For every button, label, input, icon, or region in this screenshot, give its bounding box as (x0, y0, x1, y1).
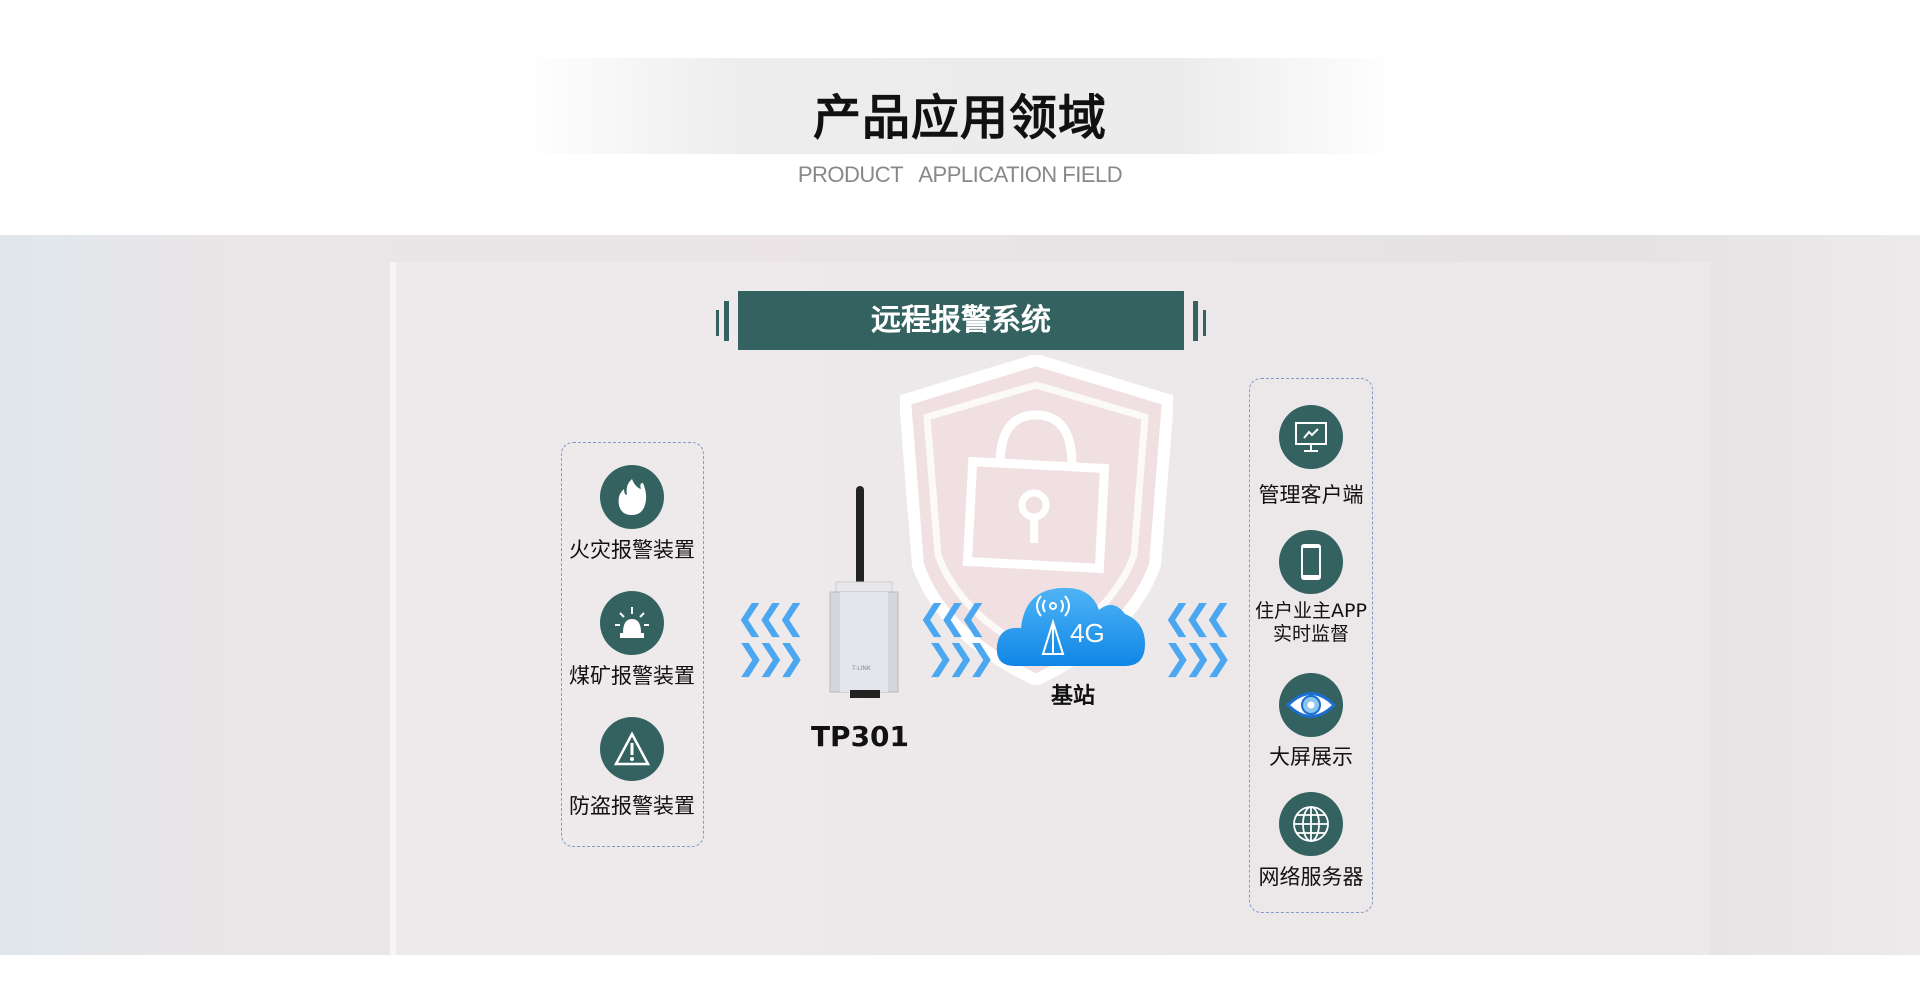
station-label: 基站 (1050, 684, 1095, 709)
globe-icon (1279, 792, 1343, 856)
fire-icon (600, 465, 664, 529)
monitor-chart-icon (1279, 405, 1343, 469)
item-label: 煤矿报警装置 (569, 664, 695, 688)
device-brand: T-LINK (851, 665, 872, 672)
eye-icon (1279, 673, 1343, 737)
arrows-left-icon: ❮❮❮ (736, 598, 806, 638)
banner-deco (716, 310, 719, 336)
client-group (1249, 378, 1373, 913)
item-label: 网络服务器 (1258, 865, 1364, 889)
item-label: 住户业主APP (1255, 600, 1367, 622)
item-label: 火灾报警装置 (569, 538, 695, 562)
cloud-text: 4G (1070, 618, 1105, 648)
banner-deco (724, 301, 729, 341)
item-label: 管理客户端 (1258, 483, 1364, 507)
banner-deco (1193, 301, 1198, 341)
cloud-4g-icon (996, 587, 1145, 666)
item-label: 实时监督 (1272, 623, 1349, 645)
item-label: 大屏展示 (1269, 745, 1353, 769)
arrows-left-icon: ❮❮❮ (918, 598, 988, 638)
title-band (520, 58, 1400, 154)
arrows-left-icon: ❮❮❮ (1163, 598, 1233, 638)
item-label: 防盗报警装置 (569, 794, 695, 818)
smartphone-icon (1279, 530, 1343, 594)
banner-deco (1203, 310, 1206, 336)
arrows-right-icon: ❯❯❯ (926, 638, 996, 678)
arrows-right-icon: ❯❯❯ (1163, 638, 1233, 678)
device-label: TP301 (810, 720, 910, 753)
sensor-group (561, 442, 704, 847)
warning-icon (600, 717, 664, 781)
tp301-device-image: T-LINK (829, 486, 899, 698)
alarm-light-icon (600, 591, 664, 655)
system-banner: 远程报警系统 (738, 291, 1184, 350)
page-title: 产品应用领域 (812, 90, 1107, 146)
arrows-right-icon: ❯❯❯ (736, 638, 806, 678)
page-subtitle: PRODUCT APPLICATION FIELD (797, 162, 1123, 187)
